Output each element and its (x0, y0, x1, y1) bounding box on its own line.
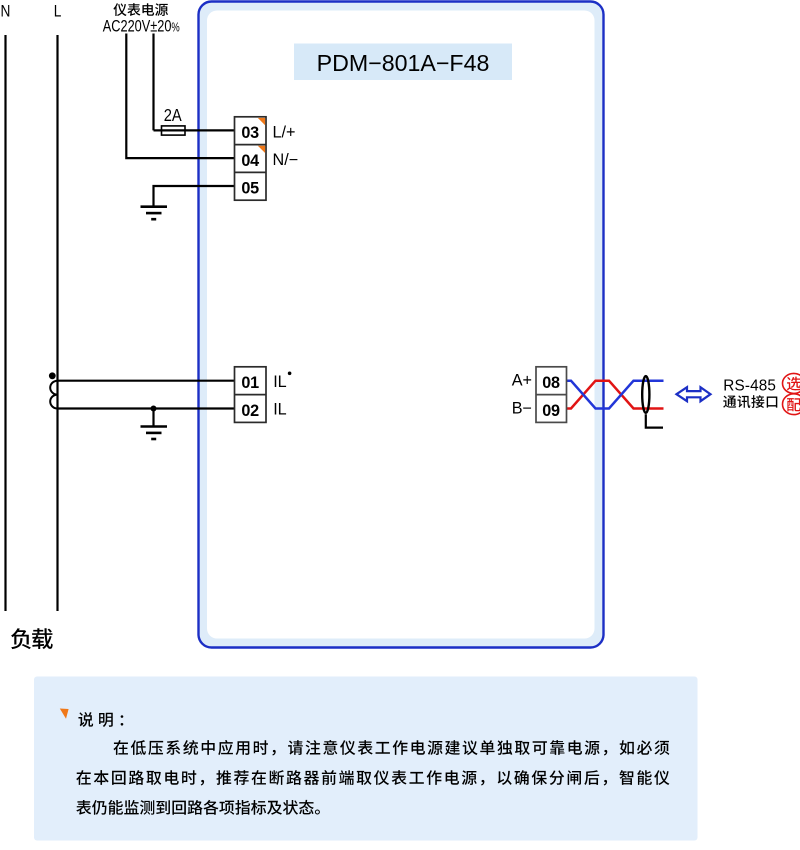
svg-text:B−: B− (512, 399, 532, 417)
svg-text:09: 09 (542, 402, 560, 420)
svg-text:04: 04 (241, 152, 259, 170)
svg-text:N: N (1, 2, 11, 20)
svg-text:A+: A+ (512, 371, 532, 389)
svg-text:IL: IL (273, 401, 287, 419)
svg-text:02: 02 (241, 402, 259, 420)
svg-text:01: 01 (241, 374, 259, 392)
svg-text:RS-485: RS-485 (723, 377, 776, 394)
svg-text:PDM−801A−F48: PDM−801A−F48 (317, 50, 490, 76)
svg-text:L: L (54, 2, 62, 20)
svg-text:N/−: N/− (273, 151, 299, 169)
svg-text:IL: IL (273, 373, 287, 391)
svg-text:L/+: L/+ (273, 123, 296, 141)
svg-text:AC220V±20%: AC220V±20% (103, 17, 180, 36)
svg-text:2A: 2A (164, 106, 182, 125)
svg-text:03: 03 (241, 124, 259, 142)
svg-text:08: 08 (542, 374, 560, 392)
svg-text:05: 05 (241, 180, 259, 198)
